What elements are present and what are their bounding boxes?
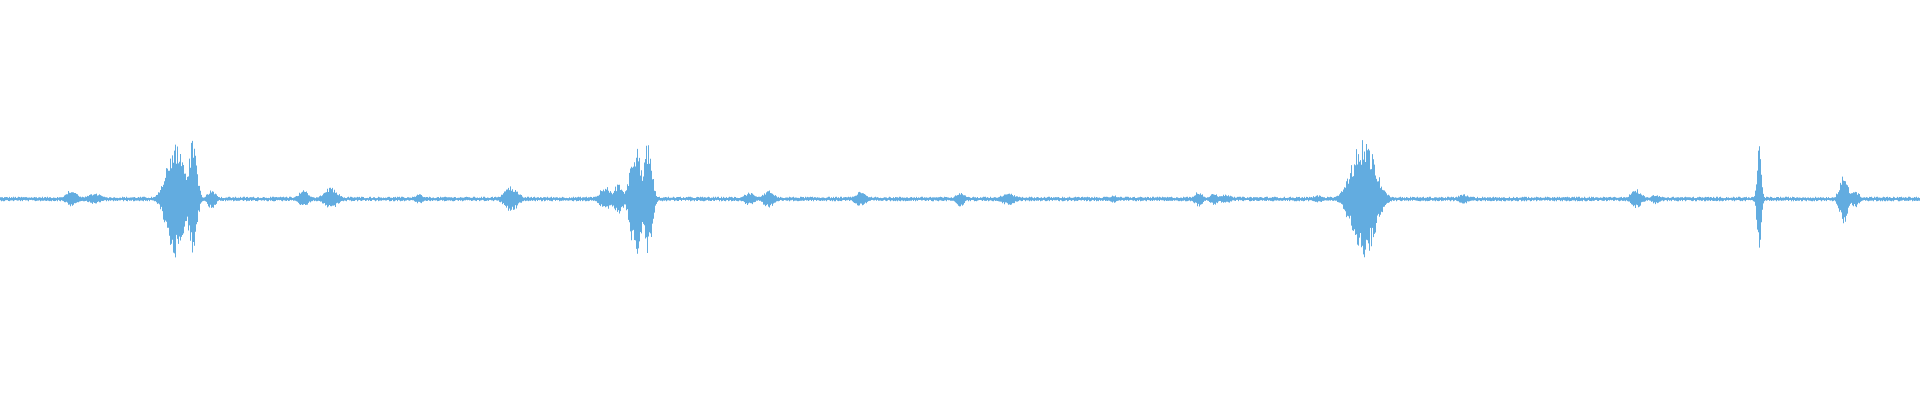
waveform-path xyxy=(0,140,1920,258)
